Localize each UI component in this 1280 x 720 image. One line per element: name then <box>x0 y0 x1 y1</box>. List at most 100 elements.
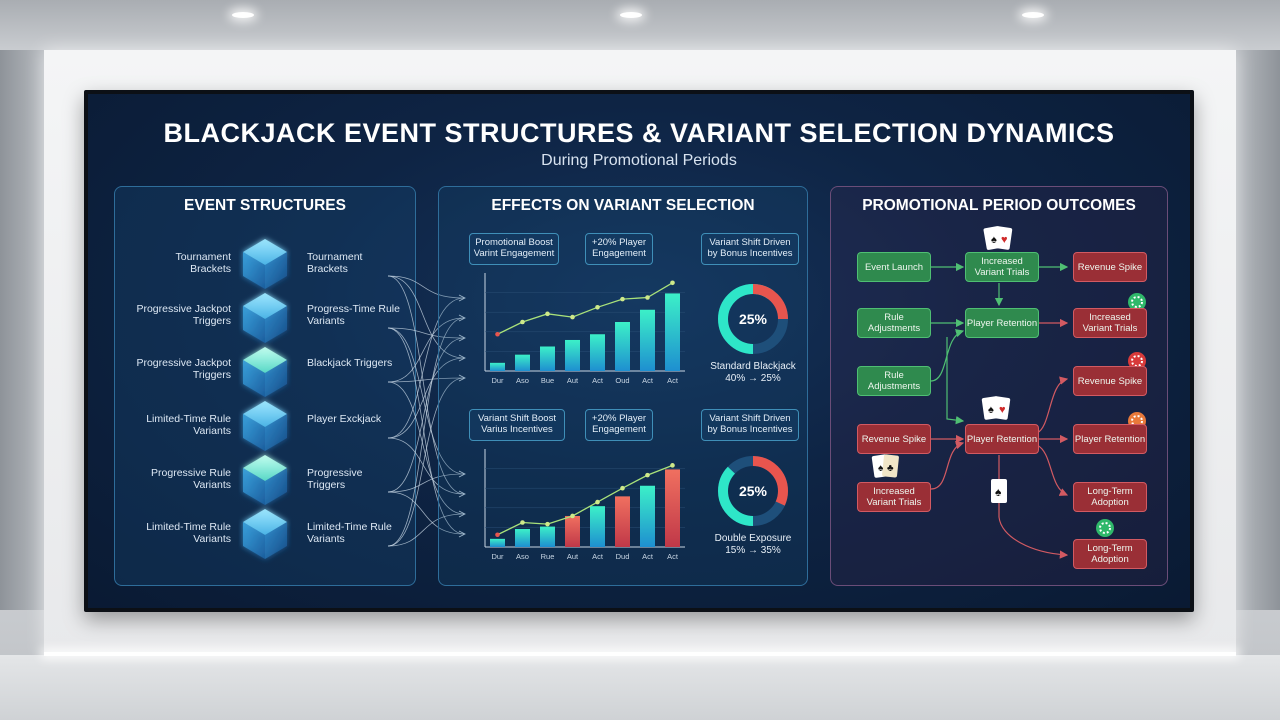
x-tick-label: Bue <box>541 376 554 385</box>
cube-right-face <box>265 306 287 343</box>
svg-text:♠: ♠ <box>988 404 994 416</box>
node-revenue-spike-right: Revenue Spike <box>1073 366 1147 396</box>
cube <box>243 401 287 451</box>
trend-point <box>520 520 525 525</box>
trend-line <box>497 282 673 335</box>
left-wall <box>0 50 44 610</box>
node-long-term-adoption-1: Long-Term Adoption <box>1073 482 1147 512</box>
x-tick-label: Aut <box>567 376 579 385</box>
node-rule-adjustments-1: Rule Adjustments <box>857 308 931 338</box>
bar <box>490 362 505 371</box>
node-label: Revenue Spike <box>1077 261 1143 273</box>
trend-point <box>595 499 600 505</box>
node-revenue-spike-top: Revenue Spike <box>1073 252 1147 282</box>
event-structures-heading: EVENT STRUCTURES <box>184 197 346 214</box>
right-label-5: Progressive Triggers <box>307 467 363 491</box>
x-tick-label: Act <box>592 552 604 561</box>
donut-segment-red <box>718 284 788 354</box>
node-rule-adjustments-2: Rule Adjustments <box>857 366 931 396</box>
left-label-5: Progressive Rule Variants <box>151 467 231 491</box>
bar <box>615 322 630 371</box>
node-label: Player Retention <box>966 433 1038 445</box>
cube-left-face <box>243 468 265 505</box>
donut-chart-top: 25% <box>718 284 788 354</box>
cube-right-face <box>265 414 287 451</box>
x-tick-label: Oud <box>615 376 629 385</box>
cube-right-face <box>265 522 287 559</box>
bar <box>540 346 555 371</box>
right-label-4: Player Exckjack <box>307 413 382 425</box>
bar <box>565 339 580 371</box>
x-tick-label: Act <box>642 552 654 561</box>
node-label: Player Retention <box>966 317 1038 329</box>
donut-value: 25% <box>739 311 768 327</box>
node-player-retention-right: Player Retention <box>1073 424 1147 454</box>
trend-point <box>620 485 625 491</box>
bar <box>590 506 605 547</box>
effects-heading: EFFECTS ON VARIANT SELECTION <box>491 197 755 214</box>
ceiling-light <box>1022 12 1044 18</box>
node-player-retention-green: Player Retention <box>965 308 1039 338</box>
infographic: BLACKJACK EVENT STRUCTURES & VARIANT SEL… <box>88 94 1190 608</box>
card-icon: ♠ ♣ <box>871 454 899 478</box>
left-label-1: Tournament Brackets <box>175 251 231 275</box>
donut-segment-red <box>718 456 788 526</box>
node-label: Long-Term Adoption <box>1087 543 1133 565</box>
node-increased-trials-bottom: Increased Variant Trials <box>857 482 931 512</box>
svg-text:♠: ♠ <box>995 485 1002 499</box>
node-label: Increased Variant Trials <box>1082 312 1138 334</box>
cube <box>243 455 287 505</box>
right-label-2: Progress-Time Rule Variants <box>307 303 400 327</box>
node-label: Rule Adjustments <box>867 370 921 392</box>
bar <box>515 354 530 371</box>
node-long-term-adoption-2: Long-Term Adoption <box>1073 539 1147 569</box>
trend-point <box>645 472 650 478</box>
donut-top-change: 40% → 25% <box>725 373 781 384</box>
node-label: Rule Adjustments <box>867 312 921 334</box>
bar <box>565 515 580 547</box>
bar <box>615 496 630 547</box>
x-tick-label: Aut <box>567 552 579 561</box>
x-tick-label: Act <box>592 376 604 385</box>
cube-left-face <box>243 414 265 451</box>
info-box-bottom-3: Variant Shift Driven by Bonus Incentives <box>701 409 799 441</box>
node-label: Increased Variant Trials <box>866 486 922 508</box>
donut-bottom-change: 15% → 35% <box>725 545 781 556</box>
x-tick-label: Aso <box>516 552 529 561</box>
arrow <box>946 337 965 425</box>
bar <box>515 529 530 547</box>
trend-point <box>645 295 650 300</box>
node-increased-trials-right: Increased Variant Trials <box>1073 308 1147 338</box>
bar <box>540 526 555 547</box>
donut-bottom-name: Double Exposure <box>714 533 792 544</box>
page-title: BLACKJACK EVENT STRUCTURES & VARIANT SEL… <box>163 118 1115 148</box>
node-label: Long-Term Adoption <box>1087 486 1133 508</box>
x-tick-label: Dud <box>616 552 630 561</box>
x-tick-label: Act <box>642 376 654 385</box>
cube-left-face <box>243 360 265 397</box>
cube <box>243 239 287 289</box>
trend-point <box>545 521 550 527</box>
node-label: Increased Variant Trials <box>974 256 1030 278</box>
effects-panel: EFFECTS ON VARIANT SELECTION Promotional… <box>438 186 808 586</box>
node-label: Player Retention <box>1074 433 1146 445</box>
cube-stack <box>243 239 287 559</box>
node-increased-trials-top: Increased Variant Trials <box>965 252 1039 282</box>
cube-stack-illustration <box>243 239 287 559</box>
cube <box>243 347 287 397</box>
display-screen: BLACKJACK EVENT STRUCTURES & VARIANT SEL… <box>84 90 1194 612</box>
cube-left-face <box>243 252 265 289</box>
x-tick-label: Dur <box>491 552 504 561</box>
floor <box>0 655 1280 720</box>
node-event-launch: Event Launch <box>857 252 931 282</box>
trend-point <box>670 463 675 468</box>
x-tick-label: Dur <box>491 376 504 385</box>
right-label-3: Blackjack Triggers <box>307 357 393 369</box>
page-subtitle: During Promotional Periods <box>541 152 737 169</box>
arrow <box>1036 376 1069 434</box>
info-box-bottom-2: +20% Player Engagement <box>585 409 653 441</box>
svg-text:♠: ♠ <box>991 234 997 246</box>
cube-right-face <box>265 468 287 505</box>
trend-point <box>570 314 575 320</box>
